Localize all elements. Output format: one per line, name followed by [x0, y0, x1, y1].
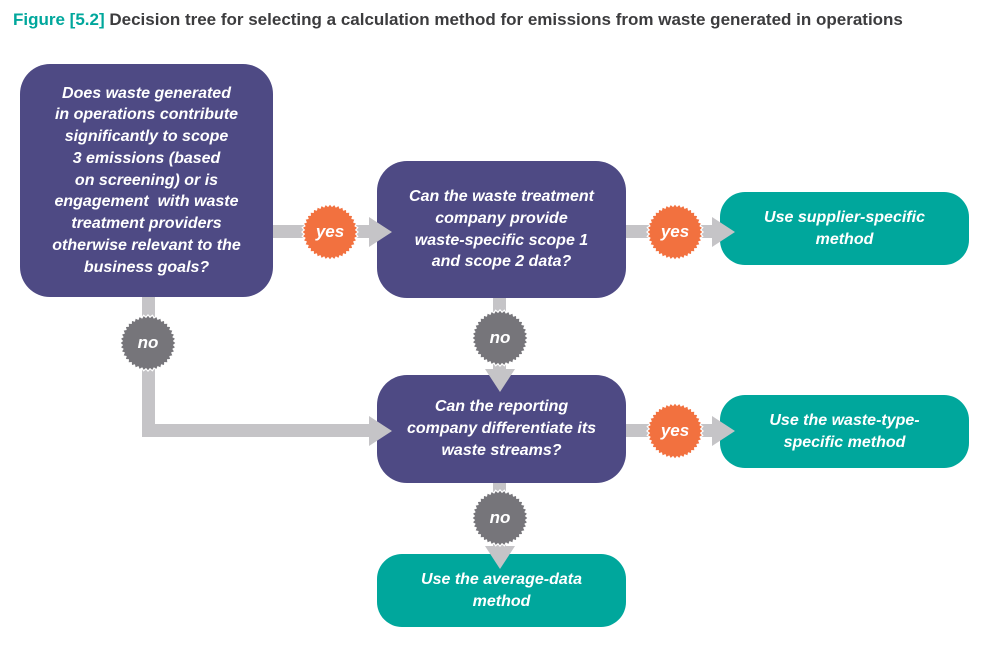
no-badge-q3-r3: no	[471, 489, 529, 547]
result-node-waste-type-specific-text: Use the waste-type- specific method	[769, 411, 920, 451]
yes-badge-label: yes	[660, 421, 690, 440]
connector-q1-no-horizontal	[142, 424, 372, 437]
arrowhead-into-r1-icon	[712, 217, 735, 247]
decision-node-differentiate-streams: Can the reporting company differentiate …	[377, 375, 626, 483]
result-node-waste-type-specific: Use the waste-type- specific method	[720, 395, 969, 468]
result-node-average-data-text: Use the average-data method	[421, 570, 582, 610]
decision-node-waste-treatment-company: Can the waste treatment company provide …	[377, 161, 626, 298]
scalloped-seal-icon	[646, 203, 704, 261]
decision-node-waste-treatment-company-text: Can the waste treatment company provide …	[409, 188, 594, 271]
scalloped-seal-icon	[301, 203, 359, 261]
no-badge-label: no	[137, 333, 159, 352]
decision-node-significance: Does waste generated in operations contr…	[20, 64, 273, 297]
no-badge-label: no	[489, 508, 511, 527]
arrowhead-into-q2-icon	[369, 217, 392, 247]
arrowhead-into-q3-left-icon	[369, 416, 392, 446]
no-badge-label: no	[489, 328, 511, 347]
result-node-supplier-specific-text: Use supplier-specific method	[764, 208, 925, 248]
figure-caption: Decision tree for selecting a calculatio…	[109, 10, 903, 29]
arrowhead-into-r3-icon	[485, 546, 515, 569]
yes-badge-q3-r2: yes	[646, 402, 704, 460]
yes-badge-label: yes	[315, 222, 345, 241]
decision-node-significance-text: Does waste generated in operations contr…	[52, 84, 241, 276]
figure-label: Figure [5.2]	[13, 10, 105, 29]
no-badge-q1-q3: no	[119, 314, 177, 372]
scalloped-seal-icon	[471, 309, 529, 367]
decision-node-differentiate-streams-text: Can the reporting company differentiate …	[406, 398, 597, 459]
scalloped-seal-icon	[119, 314, 177, 372]
result-node-supplier-specific: Use supplier-specific method	[720, 192, 969, 265]
yes-badge-q2-r1: yes	[646, 203, 704, 261]
figure-title: Figure [5.2] Decision tree for selecting…	[13, 10, 903, 30]
scalloped-seal-icon	[471, 489, 529, 547]
scalloped-seal-icon	[646, 402, 704, 460]
yes-badge-q1-q2: yes	[301, 203, 359, 261]
arrowhead-into-r2-icon	[712, 416, 735, 446]
arrowhead-into-q3-top-icon	[485, 369, 515, 392]
no-badge-q2-q3: no	[471, 309, 529, 367]
yes-badge-label: yes	[660, 222, 690, 241]
